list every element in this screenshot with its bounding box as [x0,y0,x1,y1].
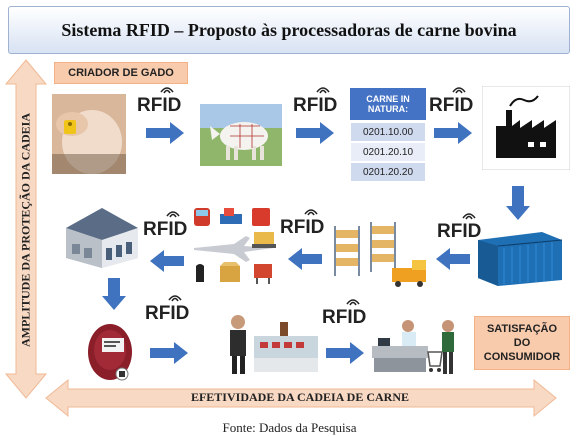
rfid-label: RFID [293,95,338,116]
meat-code-1: 0201.10.00 [350,122,426,142]
meat-code-2: 0201.20.10 [350,142,426,162]
flow-arrow-left [288,248,322,270]
factory-icon [482,86,570,170]
meat-code-3: 0201.20.20 [350,162,426,182]
transport-modes-icon [194,208,276,284]
flow-arrow-right [326,342,364,364]
vertical-axis-arrow [4,59,48,399]
rfid-label: RFID [145,303,190,324]
rfid-label: RFID [437,221,482,242]
rfid-waves-icon [452,87,466,94]
producer-label: CRIADOR DE GADO [68,67,174,79]
flow-arrow-down [506,186,530,220]
meat-package-icon [88,324,132,381]
horizontal-axis-arrow [45,378,557,418]
satisfaction-box: SATISFAÇÃO DO CONSUMIDOR [474,316,570,370]
warehouse-shelves-icon [330,216,432,290]
rfid-waves-icon [346,299,360,306]
horizontal-axis-label: EFETIVIDADE DA CADEIA DE CARNE [190,390,410,404]
distribution-center-icon [66,208,138,268]
rfid-waves-icon [168,295,182,302]
producer-label-box: CRIADOR DE GADO [54,62,188,84]
flow-arrow-right [434,122,472,144]
flow-arrow-left [150,250,184,272]
flow-arrow-right [146,122,184,144]
flow-arrow-down [102,278,126,310]
rfid-label: RFID [280,217,325,238]
supermarket-checkout-icon [368,316,464,382]
cow-ear-tag-icon [52,94,126,174]
figure-caption: Fonte: Dados da Pesquisa [222,420,357,435]
shipping-container-icon [478,232,563,286]
vertical-axis-label: AMPLITUDE DA PROTEÇÃO DA CADEIA [18,112,33,348]
rfid-waves-icon [166,211,180,218]
rfid-waves-icon [462,213,476,220]
butcher-counter-icon [220,308,320,378]
rfid-waves-icon [304,209,318,216]
diagram-title: Sistema RFID – Proposto às processadoras… [61,19,517,40]
cattle-icon [200,104,282,166]
flow-arrow-left [436,248,470,270]
rfid-waves-icon [160,87,174,94]
flow-arrow-right [150,342,188,364]
rfid-label: RFID [322,307,367,328]
satisfaction-label: SATISFAÇÃO DO CONSUMIDOR [483,323,561,363]
rfid-waves-icon [316,87,330,94]
rfid-label: RFID [429,95,474,116]
rfid-label: RFID [143,219,188,240]
meat-table-header: CARNE IN NATURA: [350,88,426,120]
flow-arrow-right [296,122,334,144]
diagram-title-bar: Sistema RFID – Proposto às processadoras… [8,6,570,54]
rfid-label: RFID [137,95,182,116]
